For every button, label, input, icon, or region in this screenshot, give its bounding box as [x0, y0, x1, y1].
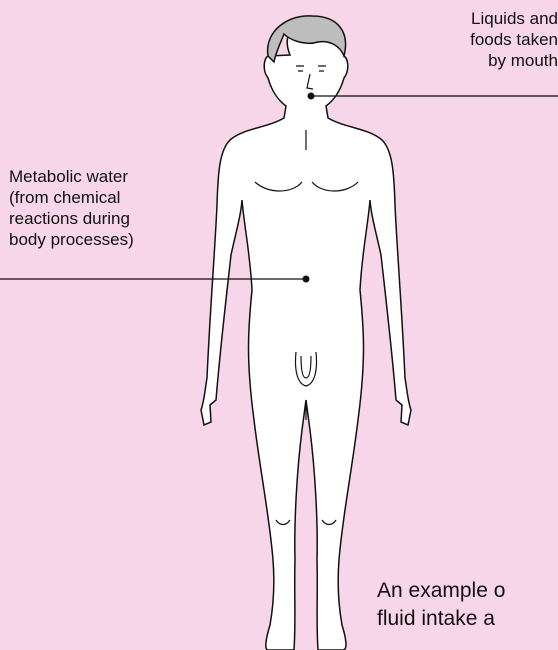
intake-mouth-label: Liquids and foods taken by mouth: [470, 8, 558, 71]
mouth-pointer: [308, 93, 558, 100]
figure-caption: An example o fluid intake a: [377, 577, 505, 633]
abdomen-marker-dot: [303, 276, 310, 283]
mouth-marker-dot: [308, 93, 315, 100]
metabolic-water-label: Metabolic water (from chemical reactions…: [9, 166, 134, 250]
body-outline: [201, 16, 411, 650]
